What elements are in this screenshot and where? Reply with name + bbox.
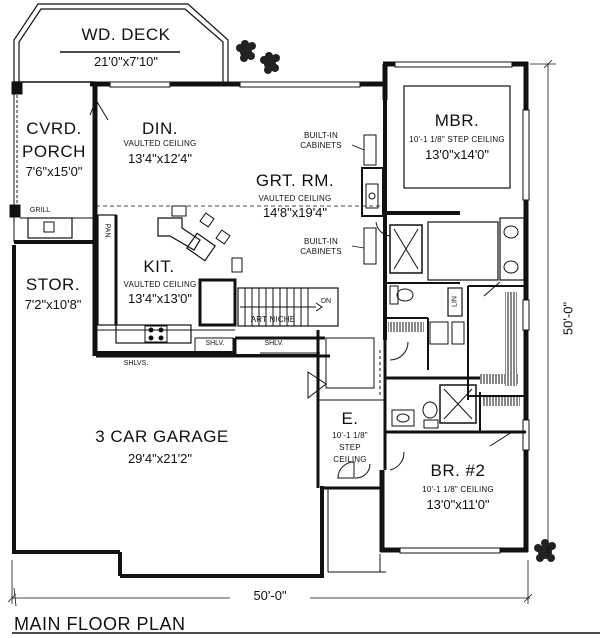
art-niche-label: ART NICHE [250,315,296,324]
dining-note: VAULTED CEILING [123,139,197,148]
built-in-cabinets-1-line2: CABINETS [300,141,342,150]
built-in-cabinets-1-line1: BUILT-IN [304,131,338,140]
shelf-label-1: SHLV. [205,340,225,347]
shrub-icon [534,539,556,562]
linen-label: LIN [451,296,459,307]
porch-size: 7'6"x15'0" [25,164,83,179]
bedroom2-size: 13'0"x11'0" [426,497,490,512]
depth-dimension: 50'-0" [561,282,576,355]
covered-porch [9,81,95,242]
shrub-icon [236,40,256,62]
stair-down-label: DN [320,298,332,305]
dining-name: DIN. [142,119,178,138]
shelf-label-2: SHLV. [264,340,284,347]
deck-outline [13,3,229,82]
deck-name: WD. DECK [81,25,171,44]
grill-label: GRILL [29,207,51,214]
kitchen-name: KIT. [143,257,175,276]
garage-size: 29'4"x21'2" [127,451,193,466]
master-note: 10'-1 1/8" STEP CEILING [409,135,505,144]
kitchen-size: 13'4"x13'0" [127,291,193,306]
great-room-name: GRT. RM. [255,171,335,190]
shrub-icon [260,52,280,74]
deck-size: 21'0"x7'10" [93,54,159,69]
kitchen-note: VAULTED CEILING [123,280,197,289]
interior-walls [89,85,526,488]
width-dimension: 50'-0" [230,589,310,602]
built-in-cabinets-2-line1: BUILT-IN [304,237,338,246]
great-room-size: 14'8"x19'4" [262,205,328,220]
storage-name: STOR. [25,275,81,294]
built-in-cabinets-2-line2: CABINETS [300,247,342,256]
entry-name: E. [341,409,359,428]
bedroom2-note: 10'-1 1/8" CEILING [422,485,494,494]
bedroom2-name: BR. #2 [430,461,486,480]
porch-name-line2: PORCH [22,142,86,161]
storage-size: 7'2"x10'8" [24,297,82,312]
porch-name-line1: CVRD. [26,119,82,138]
entry-note-line1: 10'-1 1/8" [332,431,368,440]
master-size: 13'0"x14'0" [424,147,490,162]
pantry-label: PAN. [103,223,111,240]
shelves-label: SHLVS. [123,360,149,367]
entry-note-line3: CEILING [333,455,367,464]
grill-unit [20,217,95,239]
great-room-note: VAULTED CEILING [258,194,332,203]
plan-title: MAIN FLOOR PLAN [14,614,186,634]
master-name: MBR. [434,111,480,130]
garage-name: 3 CAR GARAGE [95,427,229,446]
entry-note-line2: STEP [339,443,361,452]
windows [109,61,530,554]
dining-size: 13'4"x12'4" [127,151,193,166]
